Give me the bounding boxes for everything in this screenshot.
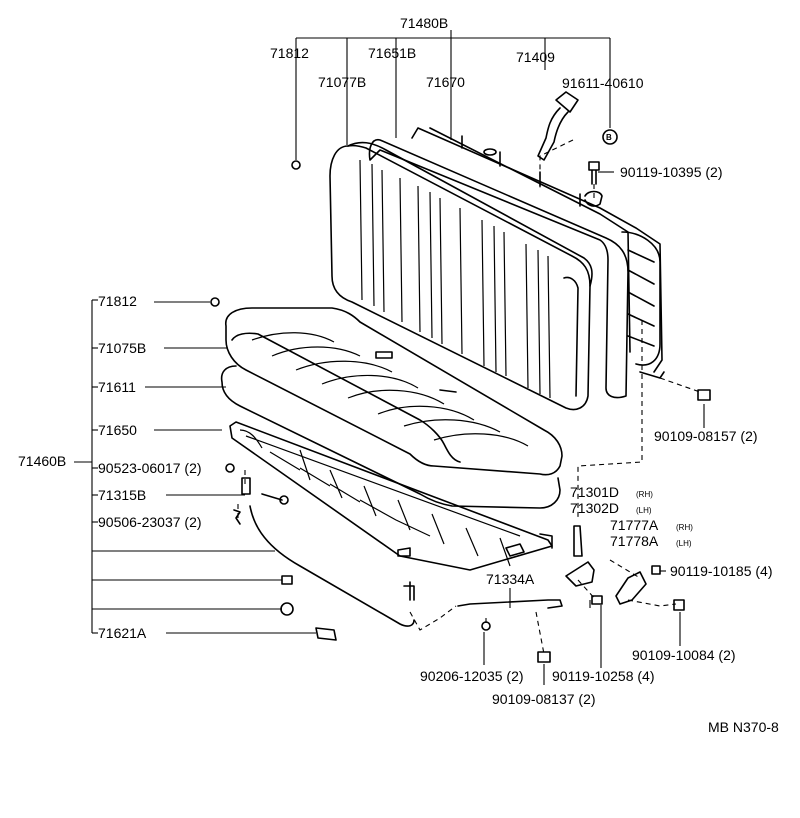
label-90109-08137: 90109-08137 (2) <box>492 691 596 707</box>
drawing-number: MB N370-8 <box>708 719 779 735</box>
label-90109-08157: 90109-08157 (2) <box>654 428 758 444</box>
label-b-mark: B <box>606 133 612 142</box>
lower-left-hardware <box>225 463 563 663</box>
callout-labels: 71480B 71812 71651B 71409 71077B 71670 9… <box>18 15 779 735</box>
label-90119-10258: 90119-10258 (4) <box>552 668 654 684</box>
label-71777a: 71777A <box>610 517 659 533</box>
fasteners-upper <box>210 129 711 401</box>
label-90523-06017: 90523-06017 (2) <box>98 460 202 476</box>
label-71778a-side: (LH) <box>676 539 692 548</box>
label-71075b: 71075B <box>98 340 146 356</box>
label-71334a: 71334A <box>486 571 535 587</box>
seat-back-pad <box>368 138 629 399</box>
label-71409: 71409 <box>516 49 555 65</box>
label-71812-mid: 71812 <box>98 293 137 309</box>
label-90506-23037: 90506-23037 (2) <box>98 514 202 530</box>
label-91611-40610: 91611-40610 <box>562 75 644 91</box>
label-71778a: 71778A <box>610 533 659 549</box>
lower-right-hinge <box>565 525 685 611</box>
label-71460b: 71460B <box>18 453 66 469</box>
label-71621a: 71621A <box>98 625 147 641</box>
label-71315b: 71315B <box>98 487 146 503</box>
label-71650: 71650 <box>98 422 137 438</box>
leader-lines <box>74 30 705 685</box>
label-71611: 71611 <box>98 379 136 395</box>
dashed-assembly-lines <box>237 139 701 655</box>
seat-back-strap <box>537 91 579 161</box>
seat-back-cushion <box>329 141 593 411</box>
label-71077b: 71077B <box>318 74 366 90</box>
label-71480b: 71480B <box>400 15 448 31</box>
label-71670: 71670 <box>426 74 465 90</box>
label-71302d-side: (LH) <box>636 506 652 515</box>
label-90109-10084: 90109-10084 (2) <box>632 647 736 663</box>
b-mark-circle <box>602 129 618 145</box>
seat-back-frame <box>411 127 665 379</box>
label-71812-top: 71812 <box>270 45 309 61</box>
seat-cushion <box>220 307 563 571</box>
label-71651b: 71651B <box>368 45 416 61</box>
label-90119-10185: 90119-10185 (4) <box>670 563 772 579</box>
label-71777a-side: (RH) <box>676 523 693 532</box>
label-90206-12035: 90206-12035 (2) <box>420 668 524 684</box>
label-71301d: 71301D <box>570 484 619 500</box>
label-71302d: 71302D <box>570 500 619 516</box>
label-71301d-side: (RH) <box>636 490 653 499</box>
label-90119-10395: 90119-10395 (2) <box>620 164 722 180</box>
